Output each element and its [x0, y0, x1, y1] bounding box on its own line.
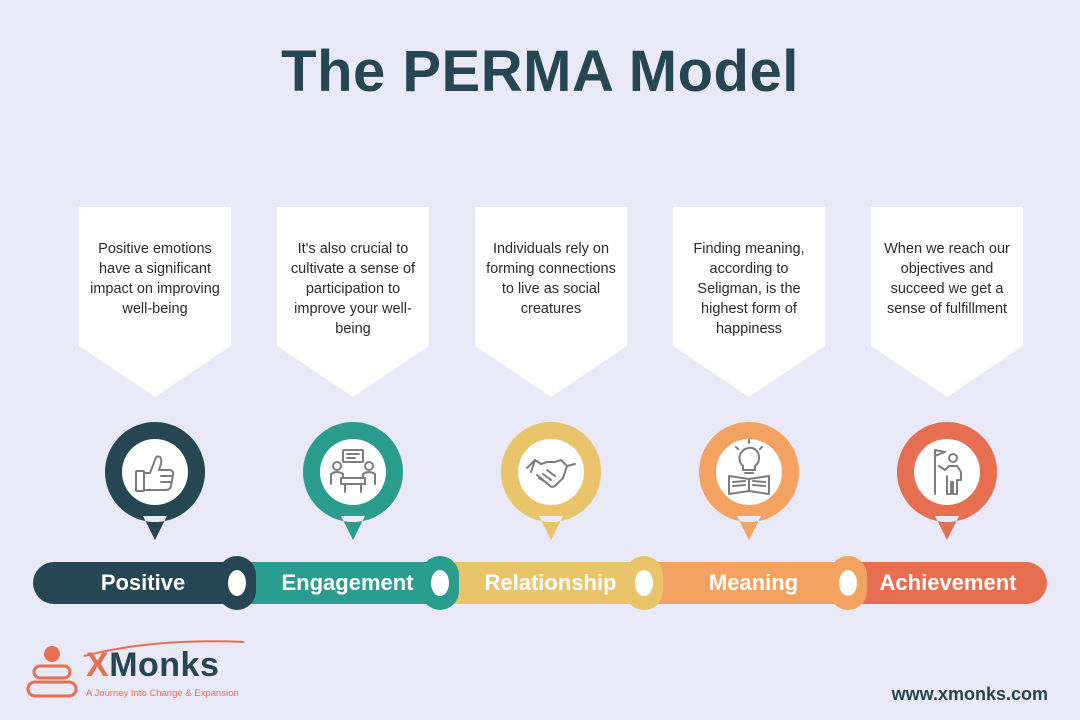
page-title: The PERMA Model [281, 39, 799, 104]
stage-label-relationship: Relationship [484, 570, 617, 595]
connector-3 [625, 556, 663, 610]
stage-bar-positive: Positive [33, 562, 253, 604]
stage-bar-meaning: Meaning [646, 562, 861, 604]
logo-tagline: A Journey Into Change & Expansion [86, 688, 239, 699]
card-relationship: Individuals rely on forming connections … [475, 207, 627, 397]
card-text-positive: Positive emotions have a significant imp… [90, 241, 220, 317]
xmonks-logo: XMonks A Journey Into Change & Expansion [24, 640, 264, 704]
card-text-engagement: It's also crucial to cultivate a sense o… [290, 241, 416, 337]
card-positive: Positive emotions have a significant imp… [79, 207, 231, 397]
stage-bar-relationship: Relationship [443, 562, 658, 604]
thumbs-up-icon [135, 455, 175, 492]
flag-person-icon [934, 449, 962, 495]
logo-rest: Monks [109, 646, 220, 684]
card-meaning: Finding meaning, according to Seligman, … [673, 207, 825, 397]
stage-label-engagement: Engagement [281, 570, 414, 595]
card-text-relationship: Individuals rely on forming connections … [486, 241, 616, 317]
card-achievement: When we reach our objectives and succeed… [871, 207, 1023, 397]
pin-engagement [301, 420, 405, 542]
lightbulb-book-icon [728, 439, 770, 495]
pin-positive [103, 420, 207, 542]
stage-bar-achievement: Achievement [849, 562, 1047, 604]
meditating-figure-icon [26, 646, 78, 698]
pin-relationship [499, 420, 603, 542]
website-url[interactable]: www.xmonks.com [891, 684, 1048, 704]
logo-x: X [86, 646, 110, 684]
connector-4 [829, 556, 867, 610]
meeting-icon [330, 449, 376, 493]
connector-1 [218, 556, 256, 610]
stage-label-achievement: Achievement [879, 570, 1017, 595]
logo-swoosh [83, 640, 245, 657]
stage-bar-engagement: Engagement [240, 562, 455, 604]
connector-2 [421, 556, 459, 610]
card-engagement: It's also crucial to cultivate a sense o… [277, 207, 429, 397]
stage-label-positive: Positive [100, 570, 186, 595]
logo-name: XMonks [86, 646, 219, 685]
handshake-icon [526, 459, 576, 488]
pin-meaning [697, 420, 801, 542]
card-text-achievement: When we reach our objectives and succeed… [884, 241, 1010, 317]
card-text-meaning: Finding meaning, according to Seligman, … [693, 241, 805, 337]
pin-achievement [895, 420, 999, 542]
stage-label-meaning: Meaning [708, 570, 799, 595]
